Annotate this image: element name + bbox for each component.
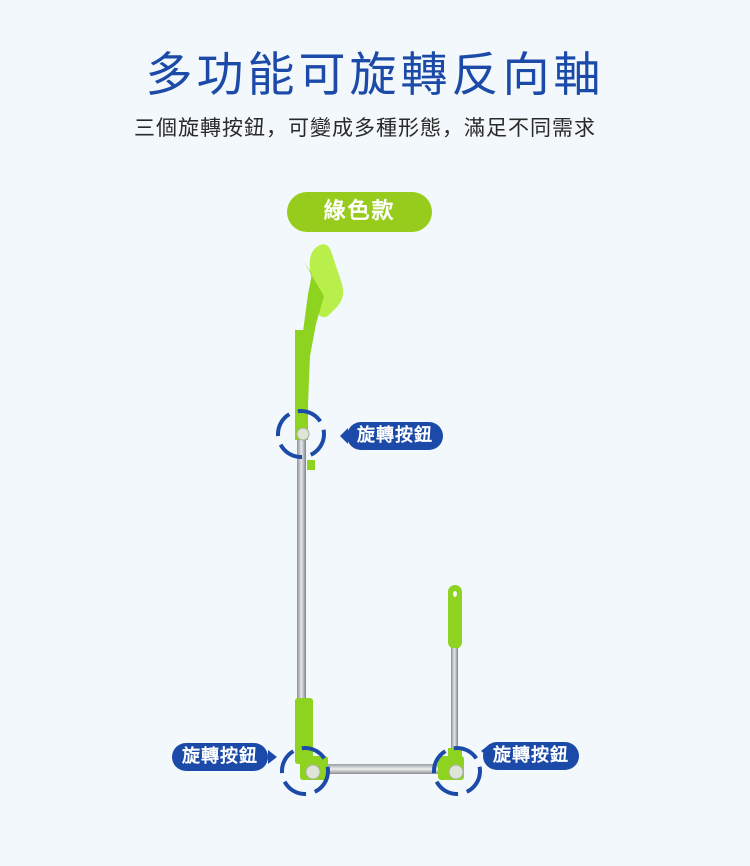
page-title: 多功能可旋轉反向軸 bbox=[145, 48, 605, 103]
variant-badge: 綠色款 bbox=[287, 192, 432, 232]
horizontal-bar bbox=[318, 764, 448, 774]
page-subtitle: 三個旋轉按鈕，可變成多種形態，滿足不同需求 bbox=[134, 116, 596, 140]
pole-grip-lower bbox=[295, 698, 313, 764]
callout-rotate-button-right: 旋轉按鈕 bbox=[483, 742, 579, 770]
rotate-ring-left bbox=[280, 746, 330, 796]
callout-rotate-button-left: 旋轉按鈕 bbox=[172, 743, 268, 771]
rotate-ring-right bbox=[432, 746, 482, 796]
pole-metal bbox=[297, 440, 306, 700]
callout-rotate-button-upper: 旋轉按鈕 bbox=[347, 422, 443, 450]
rotate-ring-upper bbox=[276, 409, 326, 459]
pole-grip-upper bbox=[295, 330, 308, 440]
short-pole-handle bbox=[448, 585, 462, 649]
